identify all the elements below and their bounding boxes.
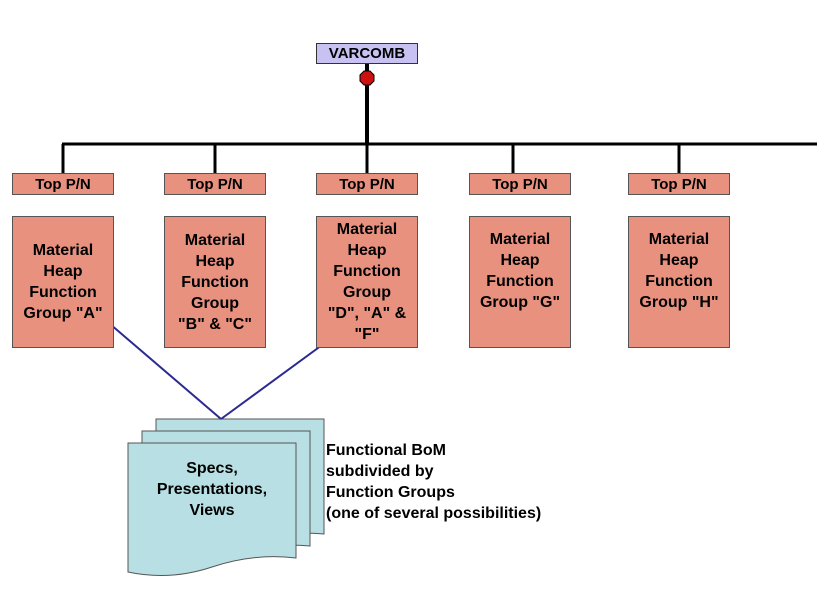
caption-line-2: subdivided by [326, 463, 434, 480]
function-group-label-2: Material Heap Function Group "B" & "C" [178, 231, 252, 333]
function-group-label-3: Material Heap Function Group "D", "A" & … [327, 221, 407, 343]
caption-line-1: Functional BoM [326, 442, 446, 459]
function-group-label-5: Material Heap Function Group "H" [639, 231, 719, 311]
function-group-label-1: Material Heap Function Group "A" [23, 242, 103, 322]
connector-line-a [102, 317, 222, 420]
function-group-box-3: Material Heap Function Group "D", "A" & … [316, 216, 418, 348]
top-pn-box-5: Top P/N [628, 173, 730, 195]
caption-line-3: Function Groups [326, 484, 455, 501]
document-stack [127, 418, 325, 577]
node-marker-icon [359, 70, 375, 86]
function-group-box-2: Material Heap Function Group "B" & "C" [164, 216, 266, 348]
function-group-box-1: Material Heap Function Group "A" [12, 216, 114, 348]
top-pn-box-2: Top P/N [164, 173, 266, 195]
top-pn-box-4: Top P/N [469, 173, 571, 195]
function-group-box-5: Material Heap Function Group "H" [628, 216, 730, 348]
caption-line-4: (one of several possibilities) [326, 505, 542, 522]
top-pn-box-1: Top P/N [12, 173, 114, 195]
caption: Functional BoM subdivided by Function Gr… [326, 440, 541, 524]
function-group-box-4: Material Heap Function Group "G" [469, 216, 571, 348]
function-group-label-4: Material Heap Function Group "G" [479, 231, 561, 311]
document-label: Specs, Presentations, Views [156, 460, 268, 519]
varcomb-node: VARCOMB [316, 43, 418, 64]
document-sheet-front [127, 442, 297, 577]
top-pn-box-3: Top P/N [316, 173, 418, 195]
